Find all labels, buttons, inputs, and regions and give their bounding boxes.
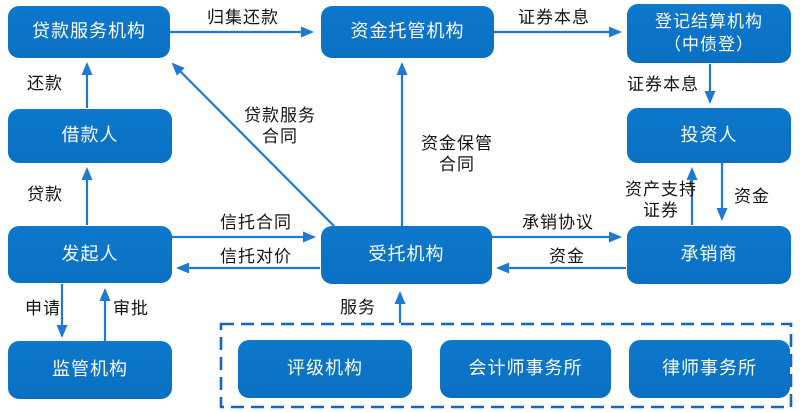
edge-label-funds-to-underwriter: 资金 [734,187,770,206]
edge-label-trust-consideration: 信托对价 [220,247,292,266]
edge-label-collect-repayment: 归集还款 [207,8,279,27]
edge-label-securities-pi-right: 证券本息 [627,75,699,94]
node-trustee: 受托机构 [321,226,492,284]
node-registrar: 登记结算机构 （中债登） [627,4,791,63]
node-loan-servicer: 贷款服务机构 [8,6,170,58]
edge-label-asset-backed-securities: 资产支持 证券 [625,180,697,220]
node-regulator: 监管机构 [8,341,172,399]
edge-label-service: 服务 [340,298,376,317]
edge-label-approval: 审批 [113,299,149,318]
node-originator: 发起人 [8,226,172,283]
edge-label-securities-pi-top: 证券本息 [518,8,590,27]
node-rating-agency: 评级机构 [238,340,412,398]
node-accounting-firm: 会计师事务所 [440,340,611,398]
edge-label-trust-contract: 信托合同 [220,213,292,232]
arrow-loan-service-contract [171,62,335,227]
edge-label-application: 申请 [25,299,61,318]
edge-label-funds-to-trustee: 资金 [549,247,585,266]
edge-label-underwriting-agreement: 承销协议 [522,213,594,232]
edge-label-loan: 贷款 [27,185,63,204]
node-investor: 投资人 [627,108,791,163]
node-law-firm: 律师事务所 [629,340,790,398]
node-borrower: 借款人 [8,109,172,163]
node-underwriter: 承销商 [627,226,791,284]
edge-label-fund-custody-contract: 资金保管 合同 [421,134,493,174]
node-fund-custodian: 资金托管机构 [321,6,494,58]
intermediaries-dashed-frame [219,322,793,409]
edge-label-loan-service-contract: 贷款服务 合同 [244,106,316,146]
edge-label-repayment: 还款 [27,74,63,93]
